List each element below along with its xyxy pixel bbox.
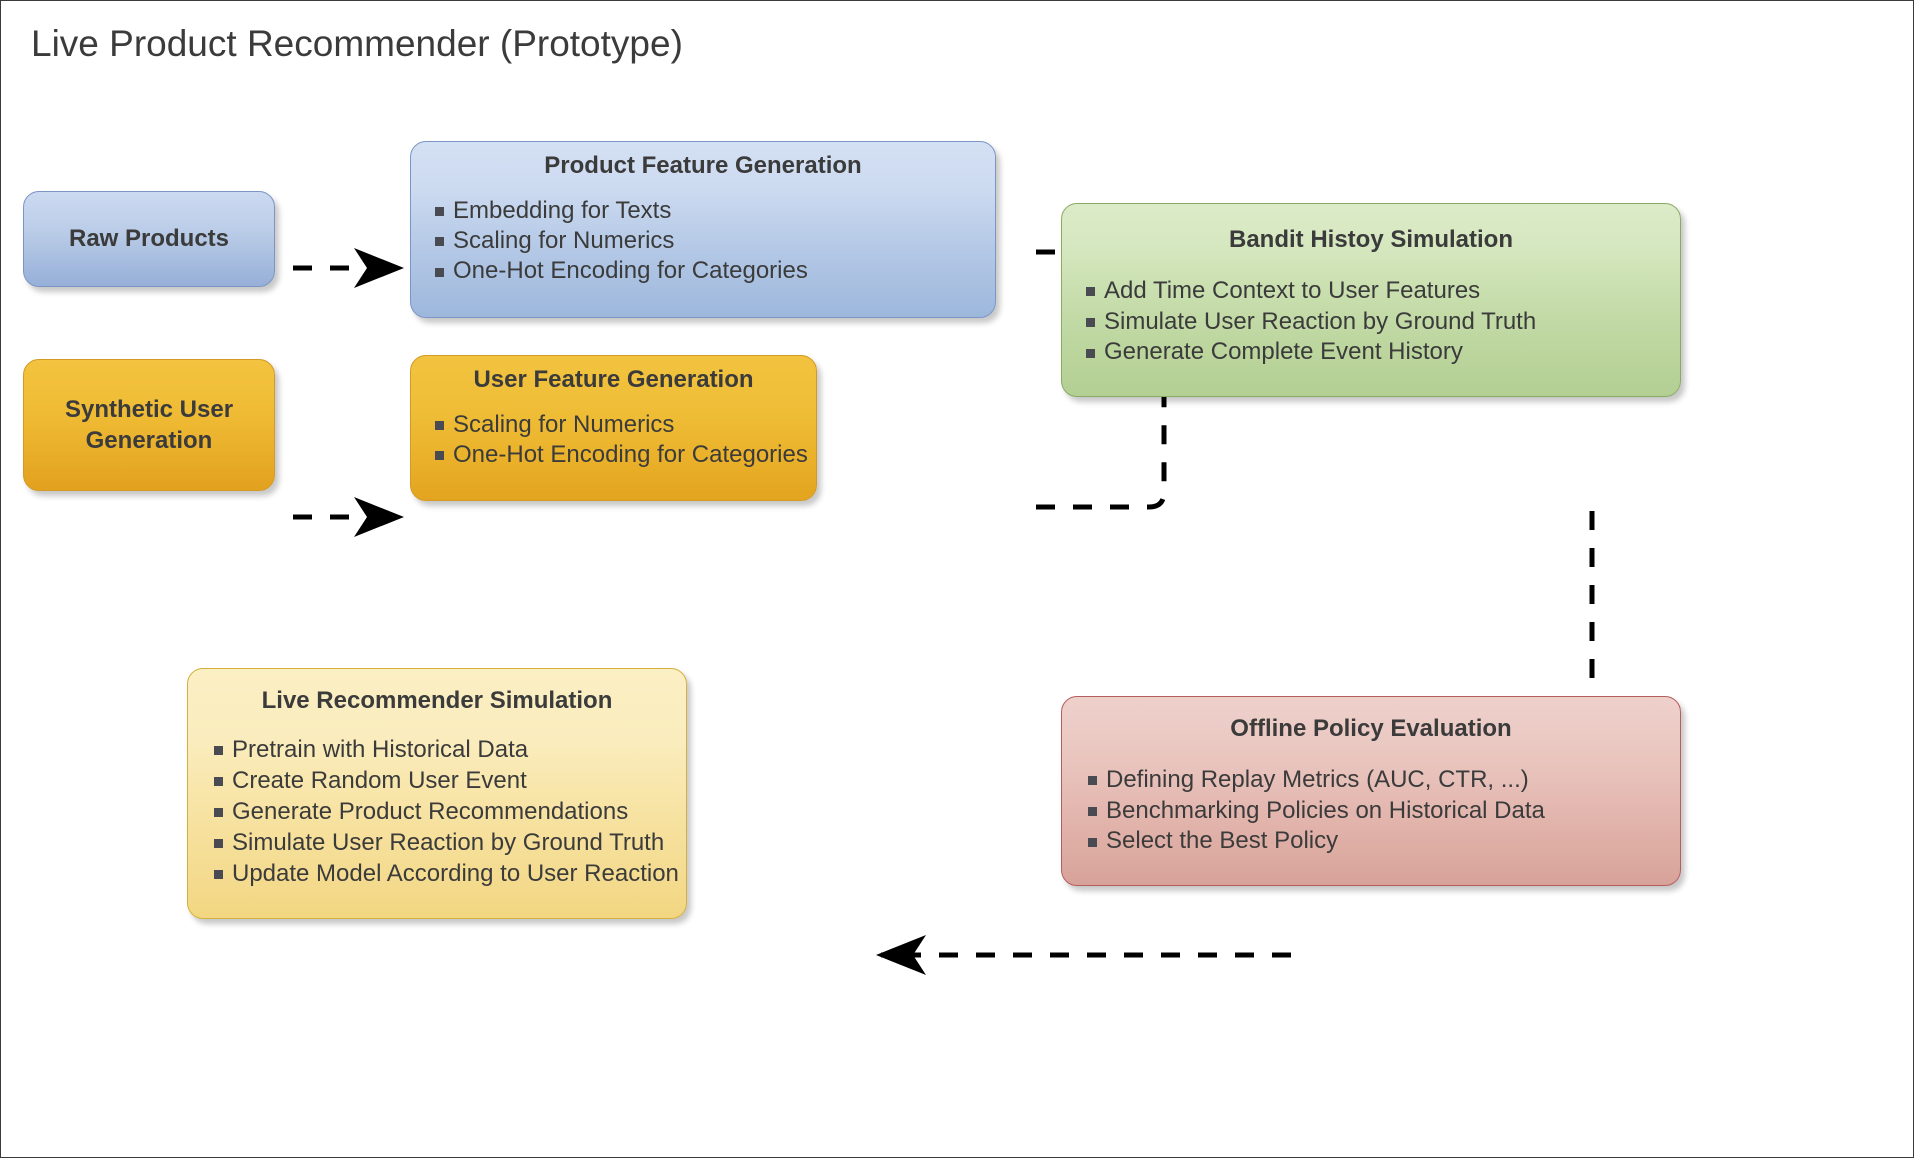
node-live-recommender-list: Pretrain with Historical Data Create Ran… [188, 735, 686, 890]
list-item: Generate Complete Event History [1082, 337, 1680, 368]
list-item: One-Hot Encoding for Categories [431, 256, 995, 286]
node-offline-policy-list: Defining Replay Metrics (AUC, CTR, ...) … [1062, 765, 1680, 857]
page-title: Live Product Recommender (Prototype) [31, 23, 683, 64]
list-item: Scaling for Numerics [431, 410, 816, 440]
list-item: Generate Product Recommendations [210, 797, 686, 828]
node-offline-policy-header: Offline Policy Evaluation [1230, 715, 1512, 742]
node-product-feature-header: Product Feature Generation [544, 152, 862, 179]
node-live-recommender-simulation[interactable]: Live Recommender Simulation Pretrain wit… [187, 668, 687, 919]
list-item: Defining Replay Metrics (AUC, CTR, ...) [1084, 765, 1680, 796]
list-item: Update Model According to User Reaction [210, 859, 686, 890]
node-live-recommender-header: Live Recommender Simulation [261, 687, 613, 714]
list-item: Embedding for Texts [431, 196, 995, 226]
node-user-feature-header: User Feature Generation [473, 366, 754, 393]
node-product-feature-generation[interactable]: Product Feature Generation Embedding for… [410, 141, 996, 318]
node-bandit-history-list: Add Time Context to User Features Simula… [1062, 276, 1680, 368]
node-product-feature-list: Embedding for Texts Scaling for Numerics… [411, 196, 995, 287]
list-item: Create Random User Event [210, 766, 686, 797]
list-item: Benchmarking Policies on Historical Data [1084, 796, 1680, 827]
node-synthetic-user-line2: Generation [85, 427, 213, 454]
list-item: Add Time Context to User Features [1082, 276, 1680, 307]
node-raw-products-label: Raw Products [68, 225, 230, 252]
node-bandit-history-simulation[interactable]: Bandit Histoy Simulation Add Time Contex… [1061, 203, 1681, 397]
list-item: Scaling for Numerics [431, 226, 995, 256]
list-item: Simulate User Reaction by Ground Truth [1082, 307, 1680, 338]
node-user-feature-generation[interactable]: User Feature Generation Scaling for Nume… [410, 355, 817, 501]
list-item: One-Hot Encoding for Categories [431, 440, 816, 470]
node-user-feature-list: Scaling for Numerics One-Hot Encoding fo… [411, 410, 816, 470]
node-raw-products[interactable]: Raw Products [23, 191, 275, 287]
list-item: Simulate User Reaction by Ground Truth [210, 828, 686, 859]
node-synthetic-user-line1: Synthetic User [64, 395, 234, 423]
node-synthetic-user-generation[interactable]: Synthetic User Generation [23, 359, 275, 491]
node-synthetic-user-generation-label: Synthetic User Generation [24, 394, 274, 456]
list-item: Select the Best Policy [1084, 826, 1680, 857]
node-offline-policy-evaluation[interactable]: Offline Policy Evaluation Defining Repla… [1061, 696, 1681, 886]
list-item: Pretrain with Historical Data [210, 735, 686, 766]
node-bandit-history-header: Bandit Histoy Simulation [1228, 226, 1513, 253]
